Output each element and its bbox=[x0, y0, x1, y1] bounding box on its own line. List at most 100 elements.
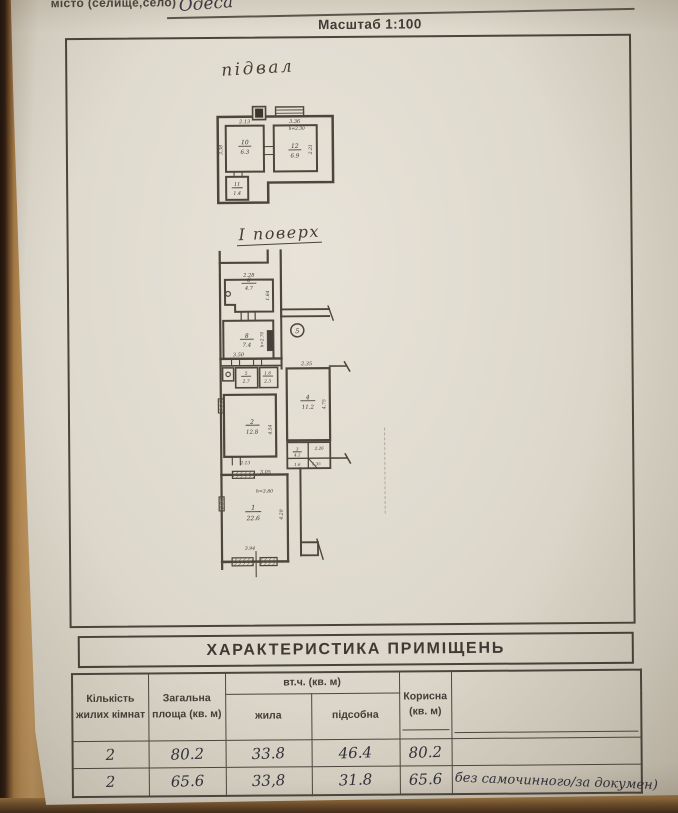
header-empty-divider bbox=[453, 675, 639, 734]
floor1-room4-walls bbox=[285, 366, 332, 442]
basement-room12-area: 6.9 bbox=[291, 153, 300, 159]
floor1-wc-icon bbox=[225, 371, 231, 378]
floor1-room6-door-lines bbox=[240, 311, 256, 322]
floor1-neighbor-wall bbox=[299, 467, 303, 557]
floor1-left-window-lower bbox=[218, 496, 225, 512]
floor1-room2-doors bbox=[231, 456, 241, 466]
floor1-room4-dim-top: 2.35 bbox=[300, 361, 312, 367]
basement-entry-hatch-fill bbox=[255, 108, 264, 118]
basement-room10-number: 10 bbox=[241, 139, 249, 146]
header-auxiliary: підсобна bbox=[311, 692, 400, 740]
basement-stairs-steps bbox=[275, 109, 305, 114]
floor1-room2-dim-right: 4.54 bbox=[268, 424, 274, 435]
row1-rooms: 2 bbox=[105, 745, 116, 764]
floor1-room1-height: h=3.80 bbox=[256, 489, 273, 495]
basement-door-opening bbox=[263, 146, 275, 156]
floor1-room8-number: 8 bbox=[245, 333, 249, 340]
floor1-room2-walls bbox=[222, 393, 278, 459]
basement-small-room-door bbox=[233, 171, 243, 178]
floor1-room5-number: 5 bbox=[245, 371, 248, 377]
floor1-room6-dim-top: 2.28 bbox=[242, 273, 254, 279]
floor1-left-window-upper bbox=[217, 398, 225, 414]
row2-rooms: 2 bbox=[105, 772, 117, 792]
floor1-neighbor-stub bbox=[300, 541, 319, 557]
first-floor-plan: 2.28 6 4.7 1.64 8 7.4 h=2.70 5 3.50 5 2.… bbox=[217, 249, 352, 578]
floor1-corridor-wall bbox=[280, 308, 331, 318]
row1-auxiliary: 46.4 bbox=[338, 743, 373, 763]
floor1-room3-number: 3 bbox=[296, 446, 299, 451]
scale-title: Масштаб 1:100 bbox=[318, 16, 422, 33]
floor1-room1-right-wall bbox=[286, 473, 290, 563]
header-useful-cell: Корисна (кв. м) bbox=[398, 671, 452, 739]
floor1-room4-number: 4 bbox=[305, 394, 310, 401]
floor1-subrooms-door-swing bbox=[307, 457, 318, 468]
floor1-wall-break-mark-bottom bbox=[316, 538, 324, 561]
floor1-sub-dim: 1.35 bbox=[312, 461, 321, 466]
basement-room-small bbox=[225, 175, 250, 201]
settlement-handwritten-value: Одеса bbox=[178, 0, 234, 17]
floor1-dim-350: 3.50 bbox=[233, 352, 245, 358]
floor1-room1-dim-right: 4.29 bbox=[279, 509, 285, 520]
floor1-room7-walls bbox=[258, 366, 279, 389]
header-living: жила bbox=[225, 693, 312, 741]
basement-dim-right-side: 2.21 bbox=[308, 144, 314, 155]
floor1-room6-door-circle bbox=[225, 290, 232, 297]
floor1-room6-area: 4.7 bbox=[244, 286, 254, 292]
floor1-room5-area: 2.7 bbox=[242, 379, 250, 385]
row2-useful: 65.6 bbox=[408, 770, 443, 790]
header-including: вт.ч. (кв. м) bbox=[224, 671, 400, 695]
floor1-room2-area: 12.8 bbox=[246, 430, 259, 436]
row2-auxiliary: 31.8 bbox=[338, 770, 373, 790]
floor1-apartment-number: 5 bbox=[295, 327, 299, 335]
row2-living: 33,8 bbox=[251, 771, 286, 791]
floor1-right-stub-lower bbox=[329, 452, 352, 465]
floor1-apartment-number-circle bbox=[290, 323, 305, 338]
floor1-room2-number: 2 bbox=[249, 419, 254, 426]
row1-useful: 80.2 bbox=[408, 742, 443, 762]
floor1-flue bbox=[266, 330, 274, 352]
floor1-room3-area: 4.1 bbox=[293, 452, 300, 457]
basement-room-right bbox=[272, 124, 319, 173]
floor1-bottom-window-left bbox=[231, 557, 254, 567]
floor1-room6-number: 6 bbox=[247, 278, 251, 284]
table-title-box: ХАРАКТЕРИСТИКА ПРИМІЩЕНЬ bbox=[77, 631, 634, 669]
floor1-room1-dim-top: 3.05 bbox=[260, 470, 271, 476]
floor1-right-stub-upper bbox=[328, 360, 351, 373]
first-floor-plan-title: І поверх bbox=[236, 221, 323, 247]
settlement-label: місто (селище,село) bbox=[50, 0, 177, 11]
row1-living: 33.8 bbox=[251, 743, 286, 763]
floor1-wc-box bbox=[221, 367, 235, 382]
floor1-room8-area: 7.4 bbox=[243, 343, 252, 349]
row2-note: без самочинного/за докумен) bbox=[454, 770, 658, 793]
floor1-room3-dim: 2.26 bbox=[314, 446, 324, 451]
basement-dim-top-left: 2.13 bbox=[238, 119, 250, 125]
basement-outer-walls bbox=[216, 114, 335, 205]
floor1-bottom-window-right bbox=[259, 556, 278, 567]
floor1-room1-number: 1 bbox=[251, 504, 255, 512]
basement-floor-plan: 2.13 10 6.3 3.38 3.36 h=2.30 12 6.9 2.21… bbox=[216, 105, 335, 205]
basement-height-note: h=2.30 bbox=[289, 127, 306, 132]
header-rooms-count: Кількість жилих кімнат bbox=[71, 673, 149, 742]
floor1-room6-walls bbox=[223, 278, 275, 313]
row2-total: 65.6 bbox=[170, 771, 205, 792]
basement-room11-area: 1.4 bbox=[233, 191, 241, 197]
floor1-room6-dim-right: 1.64 bbox=[265, 290, 271, 300]
header-empty-cell bbox=[450, 669, 642, 739]
header-useful: Корисна (кв. м) bbox=[401, 680, 449, 731]
basement-dim-top-right: 3.36 bbox=[289, 119, 301, 125]
basement-room11-number: 11 bbox=[234, 182, 240, 188]
floor1-sub-area: 1.6 bbox=[294, 462, 301, 467]
floor1-room4-dim-right: 4.75 bbox=[321, 399, 327, 410]
characteristics-table: Кількість жилих кімнат Загальна площа (к… bbox=[70, 668, 658, 798]
basement-room-left bbox=[224, 124, 266, 173]
floor1-wall-break-mark-top bbox=[327, 305, 335, 321]
floor1-room1-dim-bottom: 3.94 bbox=[245, 546, 255, 552]
floor1-room7-area: 2.3 bbox=[263, 380, 271, 385]
table-title: ХАРАКТЕРИСТИКА ПРИМІЩЕНЬ bbox=[206, 639, 506, 660]
basement-stairs bbox=[274, 106, 305, 118]
floor1-fraction-lines bbox=[239, 282, 316, 513]
floor1-room1-area: 22.6 bbox=[246, 515, 261, 522]
